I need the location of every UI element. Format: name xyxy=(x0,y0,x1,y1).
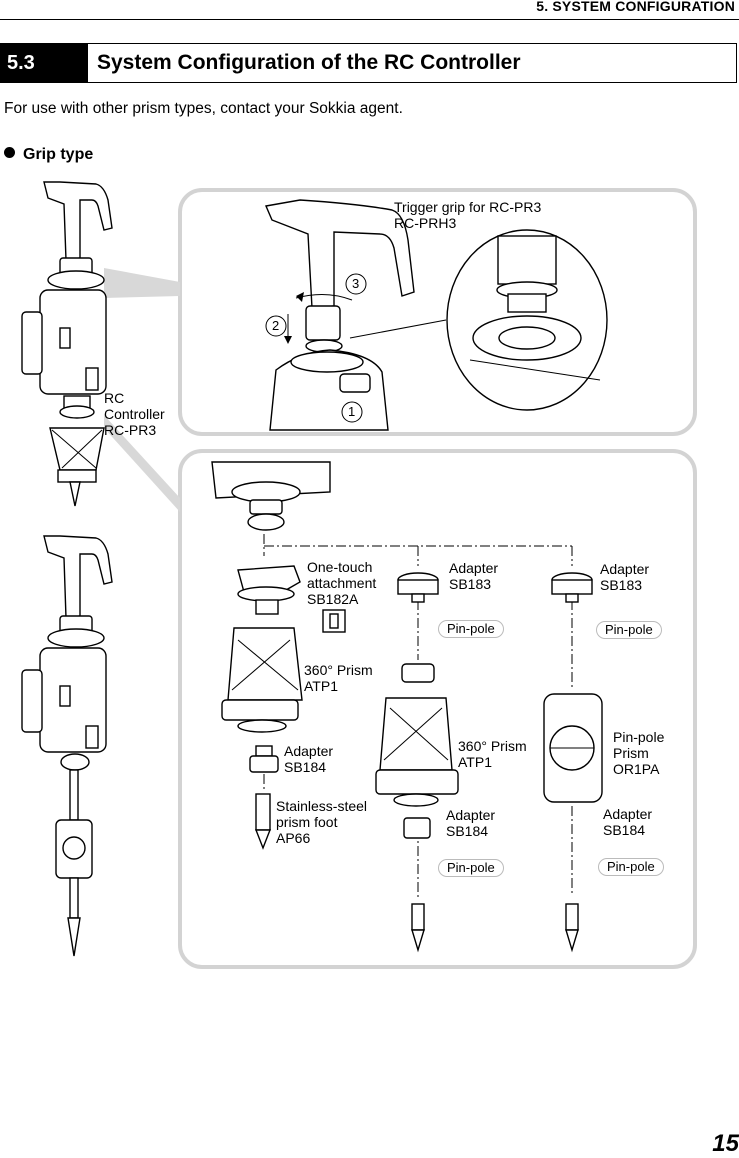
adapter-sb183-icon xyxy=(397,572,439,603)
section-number: 5.3 xyxy=(1,44,88,82)
header-rule xyxy=(0,19,739,20)
running-header: 5. SYSTEM CONFIGURATION xyxy=(0,0,739,20)
controller-base-drawing-icon xyxy=(211,461,331,531)
pin-pole-label: Pin-pole xyxy=(438,620,504,638)
rc-controller-label: RC Controller RC-PR3 xyxy=(104,390,165,438)
one-touch-attachment-icon xyxy=(237,565,346,633)
pin-pole-label: Pin-pole xyxy=(438,859,504,877)
section-title: System Configuration of the RC Controlle… xyxy=(97,51,521,74)
adapter-sb184-c-label: Adapter SB184 xyxy=(603,806,653,838)
adapter-sb183-b-icon xyxy=(551,572,593,603)
bullet-heading: Grip type xyxy=(4,146,93,164)
pinpole-prism-or1pa-icon xyxy=(543,693,603,953)
one-touch-label: One-touch attachment SB182A xyxy=(307,559,377,607)
step-2-label: 2 xyxy=(272,318,280,333)
trigger-grip-panel xyxy=(178,188,697,436)
step-3-label: 3 xyxy=(352,276,360,291)
trigger-grip-label: Trigger grip for RC-PR3 RC-PRH3 xyxy=(394,199,542,231)
prism-atp1-pinpole-icon xyxy=(375,663,459,953)
step-1-label: 1 xyxy=(348,404,356,419)
prism-atp1-icon xyxy=(221,627,303,733)
pin-pole-label: Pin-pole xyxy=(596,621,662,639)
accessories-panel xyxy=(178,449,697,969)
prism-atp1-b-label: 360° Prism ATP1 xyxy=(458,738,527,770)
trigger-grip-drawing-icon xyxy=(265,199,608,431)
bullet-dot-icon xyxy=(4,147,15,158)
pinpole-prism-label: Pin-pole Prism OR1PA xyxy=(613,729,665,777)
prism-atp1-a-label: 360° Prism ATP1 xyxy=(304,662,373,694)
prism-foot-label: Stainless-steel prism foot AP66 xyxy=(276,798,368,846)
adapter-sb184-b-label: Adapter SB184 xyxy=(446,807,496,839)
intro-text: For use with other prism types, contact … xyxy=(4,100,403,117)
adapter-sb184-a-label: Adapter SB184 xyxy=(284,743,334,775)
adapter-sb184-icon xyxy=(249,745,279,773)
adapter-sb183-a-label: Adapter SB183 xyxy=(449,560,499,592)
bullet-title: Grip type xyxy=(23,146,94,163)
rc-controller-device-icon xyxy=(21,181,113,507)
pin-pole-label: Pin-pole xyxy=(598,858,664,876)
prism-foot-ap66-icon xyxy=(254,793,272,850)
page-number: 15 xyxy=(712,1130,739,1157)
adapter-sb183-b-label: Adapter SB183 xyxy=(600,561,650,593)
rc-controller-pinpole-device-icon xyxy=(21,535,113,957)
chapter-title: 5. SYSTEM CONFIGURATION xyxy=(536,0,735,14)
section-heading: 5.3 System Configuration of the RC Contr… xyxy=(0,43,737,83)
